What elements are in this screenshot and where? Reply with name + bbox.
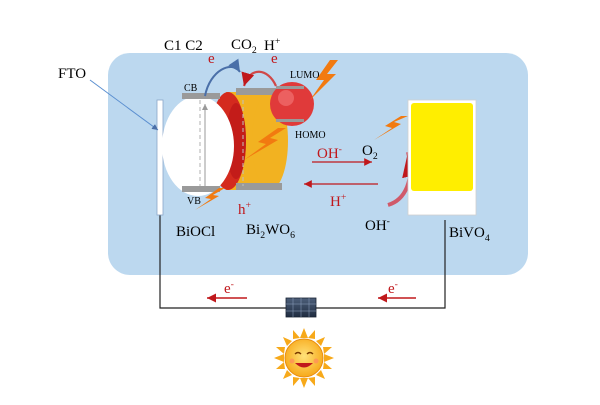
arrow-lumo-to-cb: [241, 70, 278, 87]
biocl-layer: [162, 93, 244, 196]
sun-icon: [274, 328, 334, 388]
fto-plate: [156, 99, 164, 216]
sensitizer-sphere: [270, 82, 314, 126]
external-circuit-wire: [159, 215, 446, 309]
lumo-label: LUMO: [290, 70, 320, 81]
oh-right-label: OH-: [365, 216, 390, 234]
circuit-electron-left: e-: [224, 279, 234, 297]
fto-pointer: [89, 79, 159, 131]
h-plus-top-label: H+: [264, 36, 281, 54]
electron-top-right: e: [271, 51, 278, 67]
circuit-electron-right: e-: [388, 279, 398, 297]
products-label: C1 C2: [164, 38, 203, 54]
electron-top-left: e: [208, 51, 215, 67]
bivo4-electrode: [407, 99, 477, 216]
oh-middle-label: OH-: [317, 144, 342, 162]
biocl-label: BiOCl: [176, 224, 216, 240]
solar-panel-icon: [285, 297, 317, 318]
fto-label: FTO: [58, 66, 87, 82]
arrow-cb-to-co2: [204, 58, 241, 97]
bivo4-label: BiVO4: [449, 225, 490, 244]
homo-label: HOMO: [295, 130, 326, 141]
o2-label: O2: [362, 143, 378, 162]
bi2wo6-label: Bi2WO6: [246, 222, 295, 241]
h-plus-middle-label: H+: [330, 192, 347, 210]
hole-label: h+: [238, 200, 251, 218]
vb-label: VB: [187, 196, 201, 207]
co2-label: CO2: [231, 37, 257, 56]
cb-label: CB: [184, 83, 198, 94]
lightning-icon: [195, 60, 408, 210]
